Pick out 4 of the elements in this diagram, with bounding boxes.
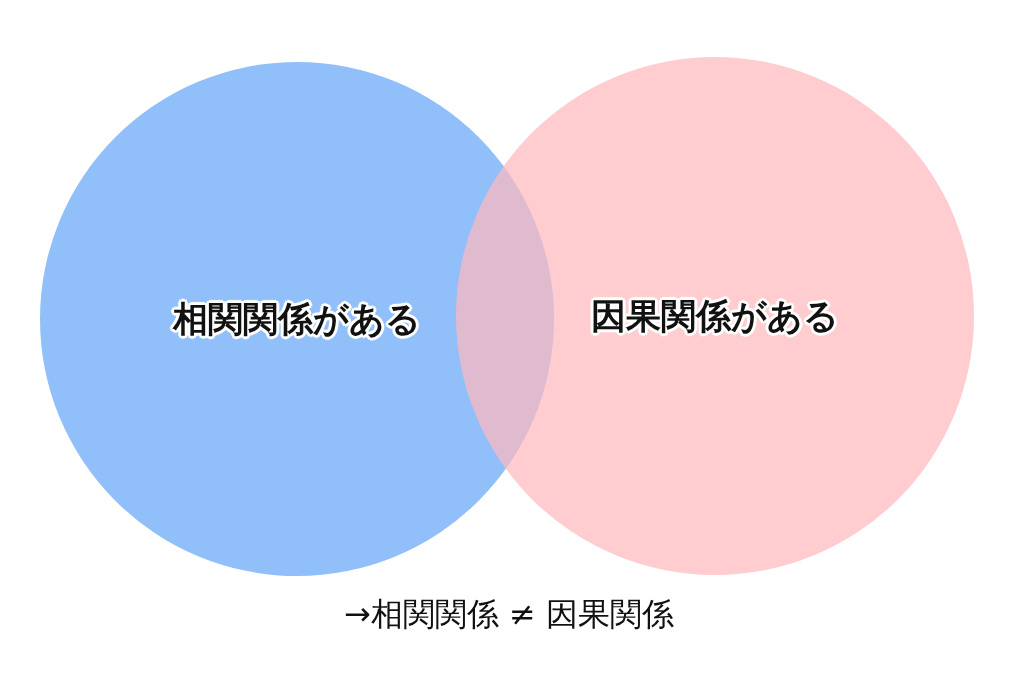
conclusion-text: →相関関係 ≠ 因果関係 <box>344 595 674 633</box>
circle-label: 相関関係がある <box>173 298 421 340</box>
circle-label: 因果関係がある <box>591 295 839 337</box>
venn-circle <box>456 57 974 575</box>
